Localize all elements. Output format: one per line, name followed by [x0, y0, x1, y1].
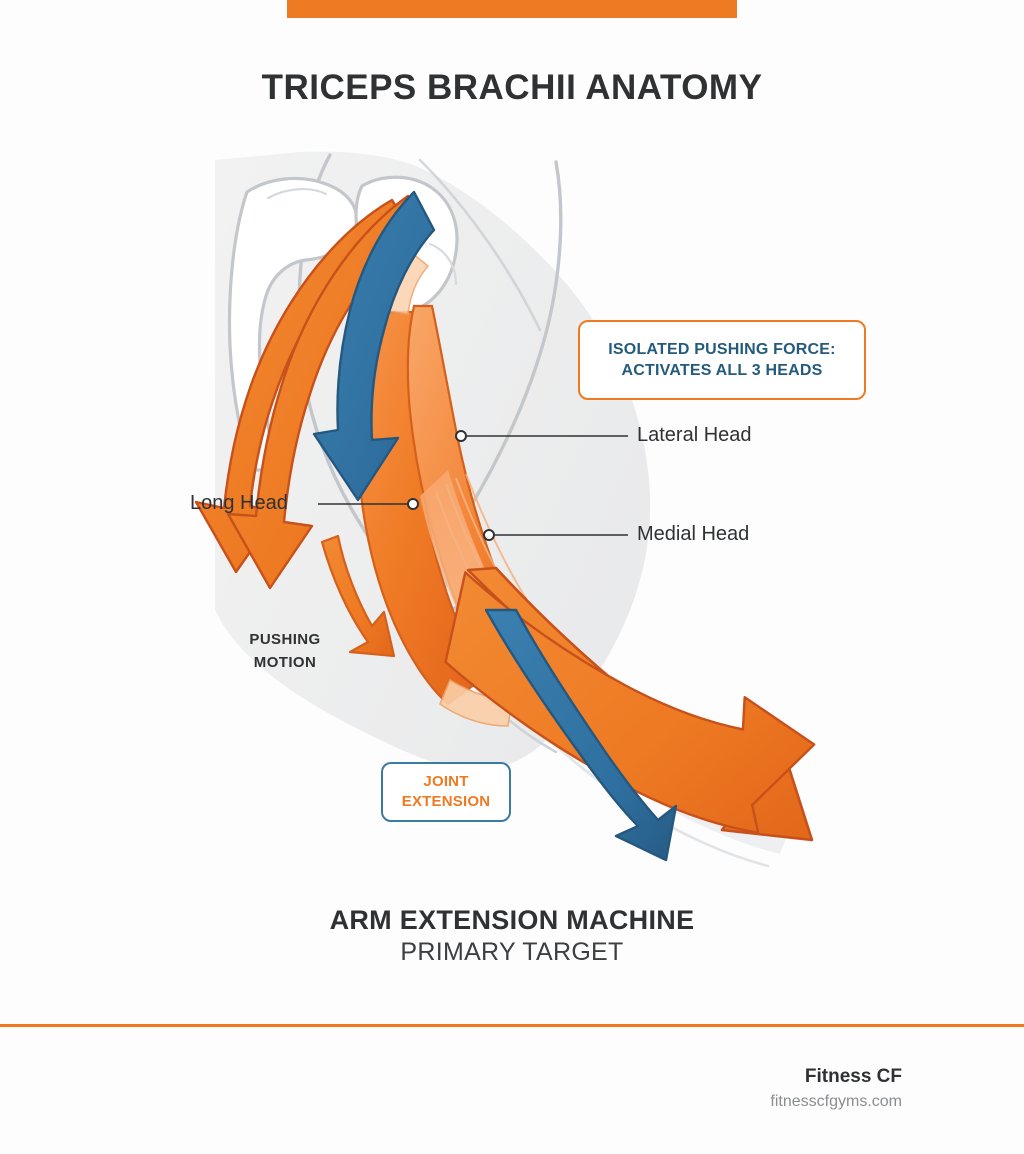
callout-isolated-pushing-force: ISOLATED PUSHING FORCE: ACTIVATES ALL 3 …: [578, 320, 866, 400]
footer-divider: [0, 1024, 1024, 1027]
page-title: TRICEPS BRACHII ANATOMY: [261, 68, 763, 107]
footer-website[interactable]: fitnesscfgyms.com: [770, 1093, 902, 1110]
footer-brand-name: Fitness CF: [804, 1066, 902, 1087]
label-pushing-motion: PUSHING MOTION: [205, 628, 365, 675]
anatomy-illustration: [0, 140, 1024, 900]
label-long-head: Long Head: [190, 492, 288, 514]
triceps-distal-tendon-shape: [439, 678, 513, 727]
force-arrow-orange-secondary-lower: [444, 571, 816, 834]
force-arrow-blue-upper: [312, 190, 436, 502]
force-arrow-blue-lower: [484, 608, 678, 862]
pushing-motion-line2: MOTION: [253, 654, 317, 672]
leader-line-medial-head: [483, 529, 628, 541]
caption-sub: PRIMARY TARGET: [400, 938, 624, 966]
caption-main: ARM EXTENSION MACHINE: [329, 905, 695, 935]
pushing-motion-line1: PUSHING: [249, 631, 321, 648]
callout-joint-extension: JOINT EXTENSION: [381, 762, 511, 822]
force-arrow-orange-inner: [226, 194, 422, 590]
label-medial-head: Medial Head: [637, 523, 750, 545]
leader-line-lateral-head: [455, 430, 628, 442]
leader-line-long-head: [318, 498, 419, 510]
caption-block: ARM EXTENSION MACHINE PRIMARY TARGET: [0, 905, 1024, 967]
callout-secondary-line1: JOINT: [423, 773, 469, 791]
pushing-motion-arrow: [320, 534, 396, 658]
callout-primary-line2: ACTIVATES ALL 3 HEADS: [621, 362, 823, 379]
label-lateral-head: Lateral Head: [637, 424, 752, 446]
callout-primary-line1: ISOLATED PUSHING FORCE:: [608, 340, 836, 358]
top-accent-bar: [287, 0, 737, 18]
callout-secondary-line2: EXTENSION: [401, 793, 491, 810]
